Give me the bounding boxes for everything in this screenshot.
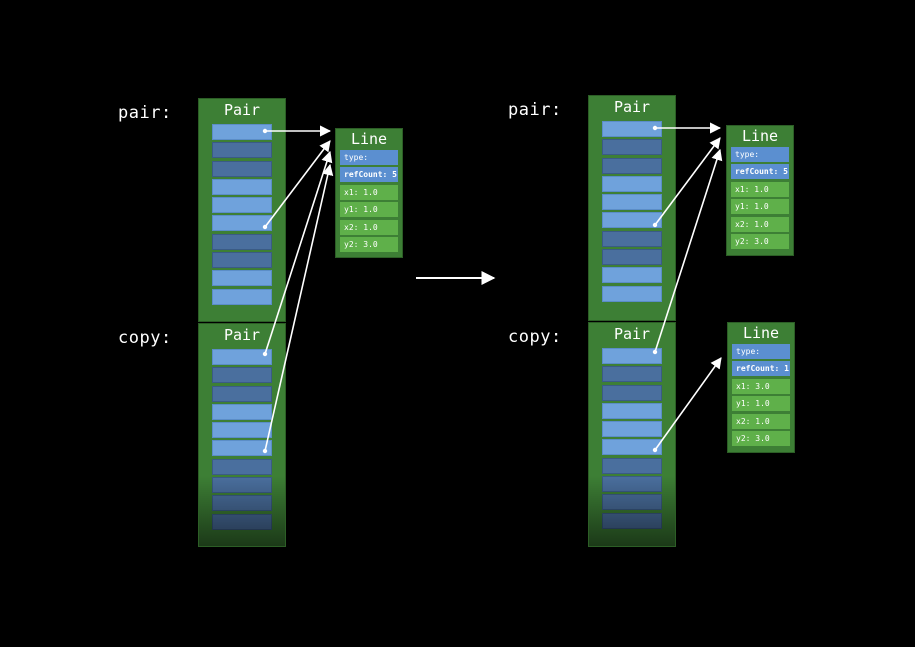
copy-struct-title: Pair: [613, 325, 651, 343]
copy-struct-title: Pair: [223, 326, 261, 344]
pair-struct-slots: [602, 121, 662, 304]
pair-struct-slots: [212, 124, 272, 307]
line-object: Line type: refCount: 5 x1: 1.0 y1: 1.0 x…: [335, 128, 403, 258]
reference-arrow: [654, 357, 722, 451]
slot: [212, 349, 272, 365]
line-object: Line type: refCount: 5 x1: 1.0 y1: 1.0 x…: [726, 125, 794, 256]
reference-arrow: [264, 150, 333, 355]
reference-arrow: [264, 140, 331, 228]
pointer-dot: [652, 349, 658, 355]
slot: [212, 233, 272, 250]
pair-struct-title: Pair: [613, 98, 651, 116]
line-field-y2: y2: 3.0: [731, 233, 789, 249]
pointer-dot: [652, 222, 658, 228]
slot: [602, 384, 662, 401]
slot: [602, 157, 662, 174]
slot: [212, 458, 272, 475]
slot: [602, 175, 662, 192]
slot: [212, 252, 272, 269]
slot: [602, 366, 662, 383]
line-field-type: type:: [731, 147, 789, 162]
line-object-title: Line: [742, 324, 780, 342]
slot: [212, 288, 272, 305]
line-field-y1: y1: 1.0: [340, 202, 398, 218]
line-field-x1: x1: 1.0: [340, 184, 398, 200]
line-field-type: type:: [732, 344, 790, 359]
slot: [602, 285, 662, 302]
copy-variable-label: copy:: [508, 327, 562, 347]
slot: [602, 402, 662, 419]
reference-arrow: [264, 163, 334, 452]
slot: [602, 457, 662, 474]
slot: [602, 249, 662, 266]
slot: [602, 139, 662, 156]
copy-variable-label: copy:: [118, 328, 172, 348]
line-field-y2: y2: 3.0: [340, 236, 398, 252]
pointer-dot: [262, 351, 268, 357]
line-field-y2: y2: 3.0: [732, 430, 790, 446]
slot: [212, 270, 272, 287]
pointer-dot: [262, 448, 268, 454]
line-field-type: type:: [340, 150, 398, 165]
slot: [212, 422, 272, 439]
slot: [602, 212, 662, 229]
slot: [212, 197, 272, 214]
line-object-copy: Line type: refCount: 1 x1: 3.0 y1: 1.0 x…: [727, 322, 795, 453]
line-object-title: Line: [350, 130, 388, 148]
slot: [212, 440, 272, 457]
slot: [212, 385, 272, 402]
line-field-x1: x1: 3.0: [732, 378, 790, 394]
slot: [212, 215, 272, 232]
pair-variable-label: pair:: [118, 103, 172, 123]
pointer-dot: [652, 447, 658, 453]
pair-struct-title: Pair: [223, 101, 261, 119]
line-field-x2: x2: 1.0: [732, 413, 790, 429]
line-field-refcount: refCount: 1: [732, 361, 790, 377]
line-field-refcount: refCount: 5: [731, 164, 789, 180]
line-field-x1: x1: 1.0: [731, 181, 789, 197]
slot: [212, 403, 272, 420]
slot: [212, 124, 272, 140]
slot: [212, 367, 272, 384]
line-field-x2: x2: 1.0: [340, 219, 398, 235]
line-field-y1: y1: 1.0: [732, 396, 790, 412]
slot: [602, 348, 662, 364]
pair-struct: Pair: [588, 95, 676, 321]
slot: [602, 121, 662, 137]
slot: [602, 421, 662, 438]
slot: [212, 160, 272, 177]
pointer-dot: [262, 128, 268, 134]
pair-struct: Pair: [198, 98, 286, 322]
reference-arrow: [654, 148, 723, 353]
slot: [212, 178, 272, 195]
line-field-x2: x2: 1.0: [731, 216, 789, 232]
line-field-refcount: refCount: 5: [340, 167, 398, 183]
line-object-title: Line: [741, 127, 779, 145]
slot: [602, 267, 662, 284]
slot: [602, 439, 662, 456]
reference-arrow: [654, 137, 721, 226]
line-field-y1: y1: 1.0: [731, 199, 789, 215]
pair-variable-label: pair:: [508, 100, 562, 120]
slot: [602, 230, 662, 247]
slot: [602, 194, 662, 211]
slot: [212, 142, 272, 159]
pointer-dot: [262, 224, 268, 230]
pointer-dot: [652, 125, 658, 131]
